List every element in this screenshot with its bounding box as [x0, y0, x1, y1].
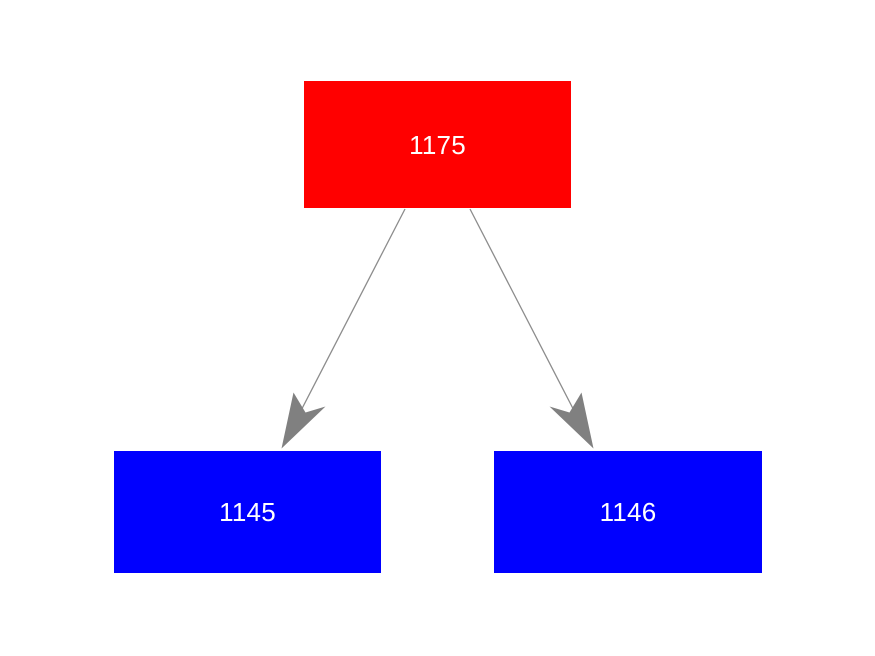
graph-node-root[interactable]: 1175 [304, 81, 571, 208]
graph-node-child-left[interactable]: 1145 [114, 451, 381, 573]
arrowhead-icon [281, 392, 326, 449]
edge-line [291, 208, 406, 428]
graph-node-label: 1146 [599, 497, 657, 527]
graph-node-label: 1175 [409, 129, 466, 160]
graph-node-child-right[interactable]: 1146 [494, 451, 762, 573]
edge-line [469, 208, 584, 428]
edge-root-to-1145[interactable] [281, 208, 406, 449]
edge-root-to-1146[interactable] [469, 208, 594, 449]
graph-node-label: 1145 [219, 497, 276, 527]
arrowhead-icon [549, 392, 594, 449]
